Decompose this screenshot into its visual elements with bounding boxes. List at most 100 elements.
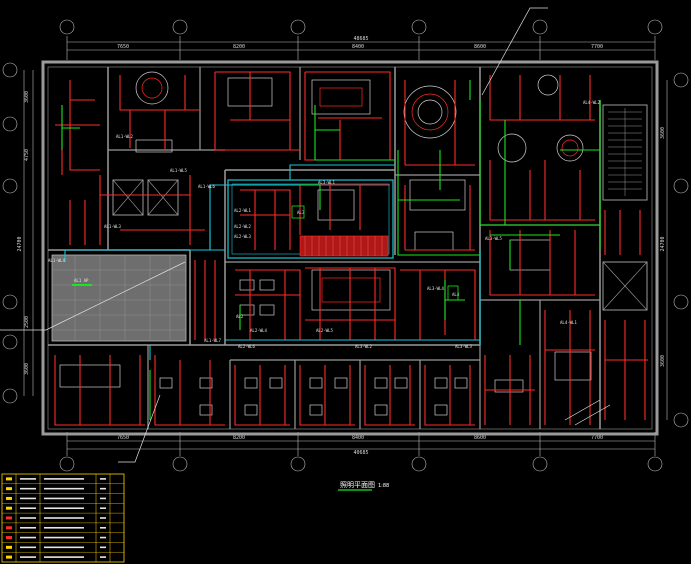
sofa-set: [409, 179, 466, 211]
circuit-label: AL1-WL2: [116, 134, 133, 139]
axis-bubble: [673, 412, 689, 428]
axis-bubble: [532, 456, 548, 472]
axis-bubble: [411, 456, 427, 472]
circuit-label: AL1-WL4: [48, 258, 65, 263]
axis-bubble: [59, 456, 75, 472]
axis-bubble: [172, 456, 188, 472]
inner-wall-line: [47, 66, 653, 430]
circuit-labels: AL1-WL2 AL1-WL3 AL1-WL4 AL1-WL5 AL1-WL6 …: [48, 100, 600, 349]
conference-table: [311, 269, 391, 311]
circuit-label: AL3-WL2: [355, 344, 372, 349]
legend-text-stroke: [20, 536, 36, 539]
axis-bubble: [2, 116, 18, 132]
axis-bubble: [647, 19, 663, 35]
circuit-label: AL2-WL2: [234, 224, 251, 229]
circuit-label: AL1-WL7: [204, 338, 221, 343]
axis-bubble: [172, 19, 188, 35]
outer-wall: [41, 60, 659, 436]
elevator-shaft: [602, 261, 648, 311]
legend-text-stroke: [20, 497, 36, 500]
meeting-table: [311, 79, 371, 115]
panel-label: AL3: [297, 210, 305, 215]
legend-text-stroke: [20, 546, 36, 549]
tea-table: [317, 189, 355, 221]
circuit-label: AL4-WL2: [583, 100, 600, 105]
circuit-label: AL3-WL4: [427, 286, 444, 291]
panel-label: AL1 AP: [74, 278, 89, 283]
furniture: [59, 71, 592, 416]
legend-text-stroke: [44, 536, 84, 539]
dim-left-seg-2: 4750: [24, 149, 30, 161]
circuit-label: AL2-WL1: [234, 208, 251, 213]
legend-table: [1, 473, 125, 563]
legend-text-stroke: [100, 526, 106, 529]
legend-symbol: [6, 555, 12, 559]
axis-bubble: [647, 456, 663, 472]
legend-text-stroke: [20, 517, 36, 519]
axis-bubble: [411, 19, 427, 35]
pantry-counter: [554, 351, 592, 381]
lighting-circuits-red: [54, 71, 648, 426]
legend-text-stroke: [44, 487, 84, 490]
legend-text-stroke: [100, 546, 106, 549]
round-table: [497, 133, 527, 163]
sofa-set: [414, 231, 454, 251]
legend-text-stroke: [44, 478, 84, 480]
circuit-label: AL3-WL3: [455, 344, 472, 349]
circuit-label: AL1-WL5: [170, 168, 187, 173]
dim-left-seg-3: 24700: [17, 236, 23, 251]
axis-bubble: [673, 294, 689, 310]
legend-symbol: [6, 516, 12, 520]
legend-symbol: [6, 496, 12, 500]
round-table: [403, 85, 457, 139]
legend-symbol: [6, 526, 12, 530]
dim-top-seg-3: 8400: [352, 44, 364, 50]
legend-symbol: [6, 477, 12, 481]
circuit-label: AL2-WL4: [250, 328, 267, 333]
panel-label: AL4: [452, 292, 460, 297]
dim-right-seg-1: 3600: [660, 127, 666, 139]
dim-top-total: 48685: [353, 36, 368, 42]
dim-left-seg-5: 3600: [24, 363, 30, 375]
legend-text-stroke: [44, 517, 84, 519]
round-table: [556, 134, 584, 162]
legend-text-stroke: [20, 507, 36, 510]
legend-text-stroke: [44, 556, 84, 558]
axis-bubble: [2, 334, 18, 350]
round-table: [135, 71, 169, 105]
axis-bubble: [532, 19, 548, 35]
stair-core: [602, 104, 648, 201]
dim-bottom-seg-1: 7650: [117, 435, 129, 441]
legend-symbol: [6, 506, 12, 510]
dim-bottom-seg-4: 8600: [474, 435, 486, 441]
drawing-title: 照明平面图: [340, 481, 375, 489]
legend-symbol: [6, 487, 12, 491]
axis-bubble: [673, 72, 689, 88]
dim-top-seg-5: 7700: [591, 44, 603, 50]
central-atrium: [227, 179, 394, 259]
legend-text-stroke: [44, 526, 84, 529]
lighting-circuits-green: [61, 80, 601, 420]
panel-markers: [72, 205, 459, 301]
legend-text-stroke: [20, 478, 36, 480]
legend-symbol: [6, 536, 12, 540]
dim-bottom-seg-3: 8400: [352, 435, 364, 441]
axis-bubble: [59, 19, 75, 35]
dim-bottom-total: 40685: [353, 450, 368, 456]
lounge-set: [509, 239, 551, 271]
drawing-title-block: 照明平面图 1:88: [338, 481, 389, 491]
legend-text-stroke: [100, 497, 106, 500]
axis-bubble: [290, 19, 306, 35]
legend-text-stroke: [20, 487, 36, 490]
axis-bubble: [2, 388, 18, 404]
axis-bubble: [673, 178, 689, 194]
legend-text-stroke: [100, 487, 106, 490]
dim-bottom-seg-2: 8200: [233, 435, 245, 441]
hatched-shaft: [51, 254, 187, 342]
panel-label: AL2: [236, 314, 244, 319]
main-feeders-cyan: [64, 164, 481, 360]
legend-text-stroke: [100, 478, 106, 480]
legend-text-stroke: [20, 526, 36, 529]
